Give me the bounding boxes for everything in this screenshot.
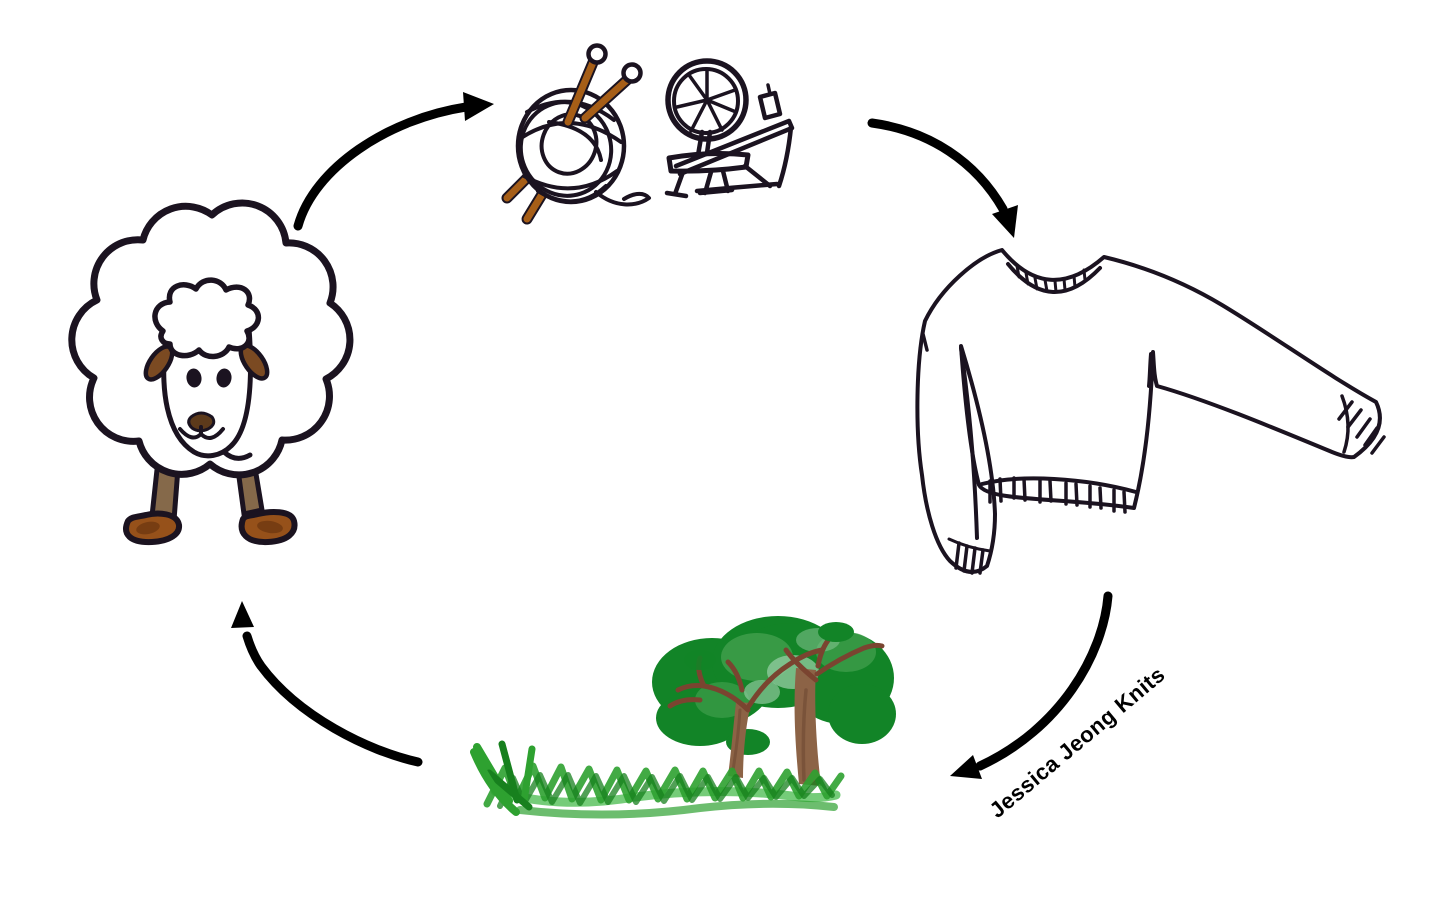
grass-tuft-stroke bbox=[470, 748, 520, 816]
grass-zigzag-stroke bbox=[497, 772, 835, 809]
needle-knob bbox=[621, 62, 643, 84]
wheel-spokes bbox=[675, 67, 738, 133]
arrow-sheep-to-yarn bbox=[293, 92, 494, 231]
tree-trunk-shading bbox=[731, 708, 742, 772]
yarn-strand bbox=[536, 184, 608, 204]
arrowhead-icon bbox=[992, 205, 1018, 238]
sheep-right-eye bbox=[216, 368, 232, 388]
arrowhead-icon bbox=[950, 755, 982, 779]
grass-tuft-stroke bbox=[485, 769, 533, 811]
sweater-left-cuff-line bbox=[947, 537, 992, 553]
sweater-armpit-stroke bbox=[1147, 352, 1153, 388]
sweater-shoulder-sketch-mark bbox=[921, 332, 929, 352]
tree-foliage bbox=[828, 684, 896, 744]
sheep-drawing-icon bbox=[68, 199, 354, 546]
needle-knob bbox=[586, 43, 608, 65]
grass-tuft-stroke bbox=[520, 745, 536, 805]
tree-foliage bbox=[684, 650, 716, 670]
knitted-sweater-drawing-icon bbox=[915, 248, 1386, 575]
sheep-left-eye bbox=[186, 368, 202, 388]
arrow-curve bbox=[242, 631, 423, 767]
sweater-right-cuff-rib-ticks bbox=[1337, 400, 1386, 455]
wheel-left-leg bbox=[664, 169, 689, 199]
sheep-forehead-tuft bbox=[152, 277, 262, 360]
sweater-hem-rib-ticks bbox=[988, 476, 1127, 514]
yarn-inner-loop bbox=[539, 112, 599, 176]
arrow-grass-to-sheep bbox=[231, 601, 423, 767]
spinning-wheel-drawing-icon bbox=[664, 58, 795, 199]
yarn-strand bbox=[522, 169, 619, 191]
wheel-right-leg bbox=[776, 124, 794, 189]
arrow-curve bbox=[293, 102, 471, 231]
knitting-needle bbox=[564, 56, 598, 126]
arrow-yarn-to-sweater bbox=[867, 118, 1018, 238]
sheep-wool-texture-stroke bbox=[221, 449, 253, 461]
grass-sweep-stroke bbox=[516, 799, 838, 819]
arrow-sweater-to-grass bbox=[950, 591, 1113, 779]
arrowhead-icon bbox=[463, 92, 494, 121]
tree-trunk-shading bbox=[801, 688, 808, 782]
sweater-left-cuff-rib-ticks bbox=[954, 541, 985, 575]
grass-trees-drawing-icon bbox=[652, 616, 896, 786]
arrowhead-icon bbox=[231, 601, 254, 628]
grass-drawing bbox=[470, 740, 845, 819]
sheep-left-hoof-shading bbox=[136, 521, 160, 535]
sweater-inner-sleeve-stroke bbox=[959, 346, 979, 540]
yarn-tail bbox=[594, 190, 651, 207]
tree-branches bbox=[667, 631, 885, 713]
yarn-strand bbox=[547, 120, 603, 162]
arrow-curve bbox=[867, 118, 1008, 214]
wheel-mid-legs bbox=[697, 163, 773, 196]
knitting-needle bbox=[581, 76, 631, 122]
sheep-nose bbox=[187, 411, 216, 433]
wheel-bobbin bbox=[757, 90, 783, 121]
sheep-mouth bbox=[178, 425, 225, 440]
yarn-ball-needles-drawing-icon bbox=[501, 43, 651, 225]
wheel-bobbin-knob bbox=[766, 83, 772, 96]
sweater-hem-top bbox=[980, 476, 1138, 494]
tree-trunk-right bbox=[794, 668, 821, 786]
arrow-curve bbox=[975, 591, 1113, 771]
sheep-right-hoof-shading bbox=[257, 520, 283, 534]
tree-foliage bbox=[818, 622, 854, 642]
sweater-outline bbox=[915, 248, 1382, 574]
sweater-collar-rib-ticks bbox=[1015, 264, 1087, 294]
